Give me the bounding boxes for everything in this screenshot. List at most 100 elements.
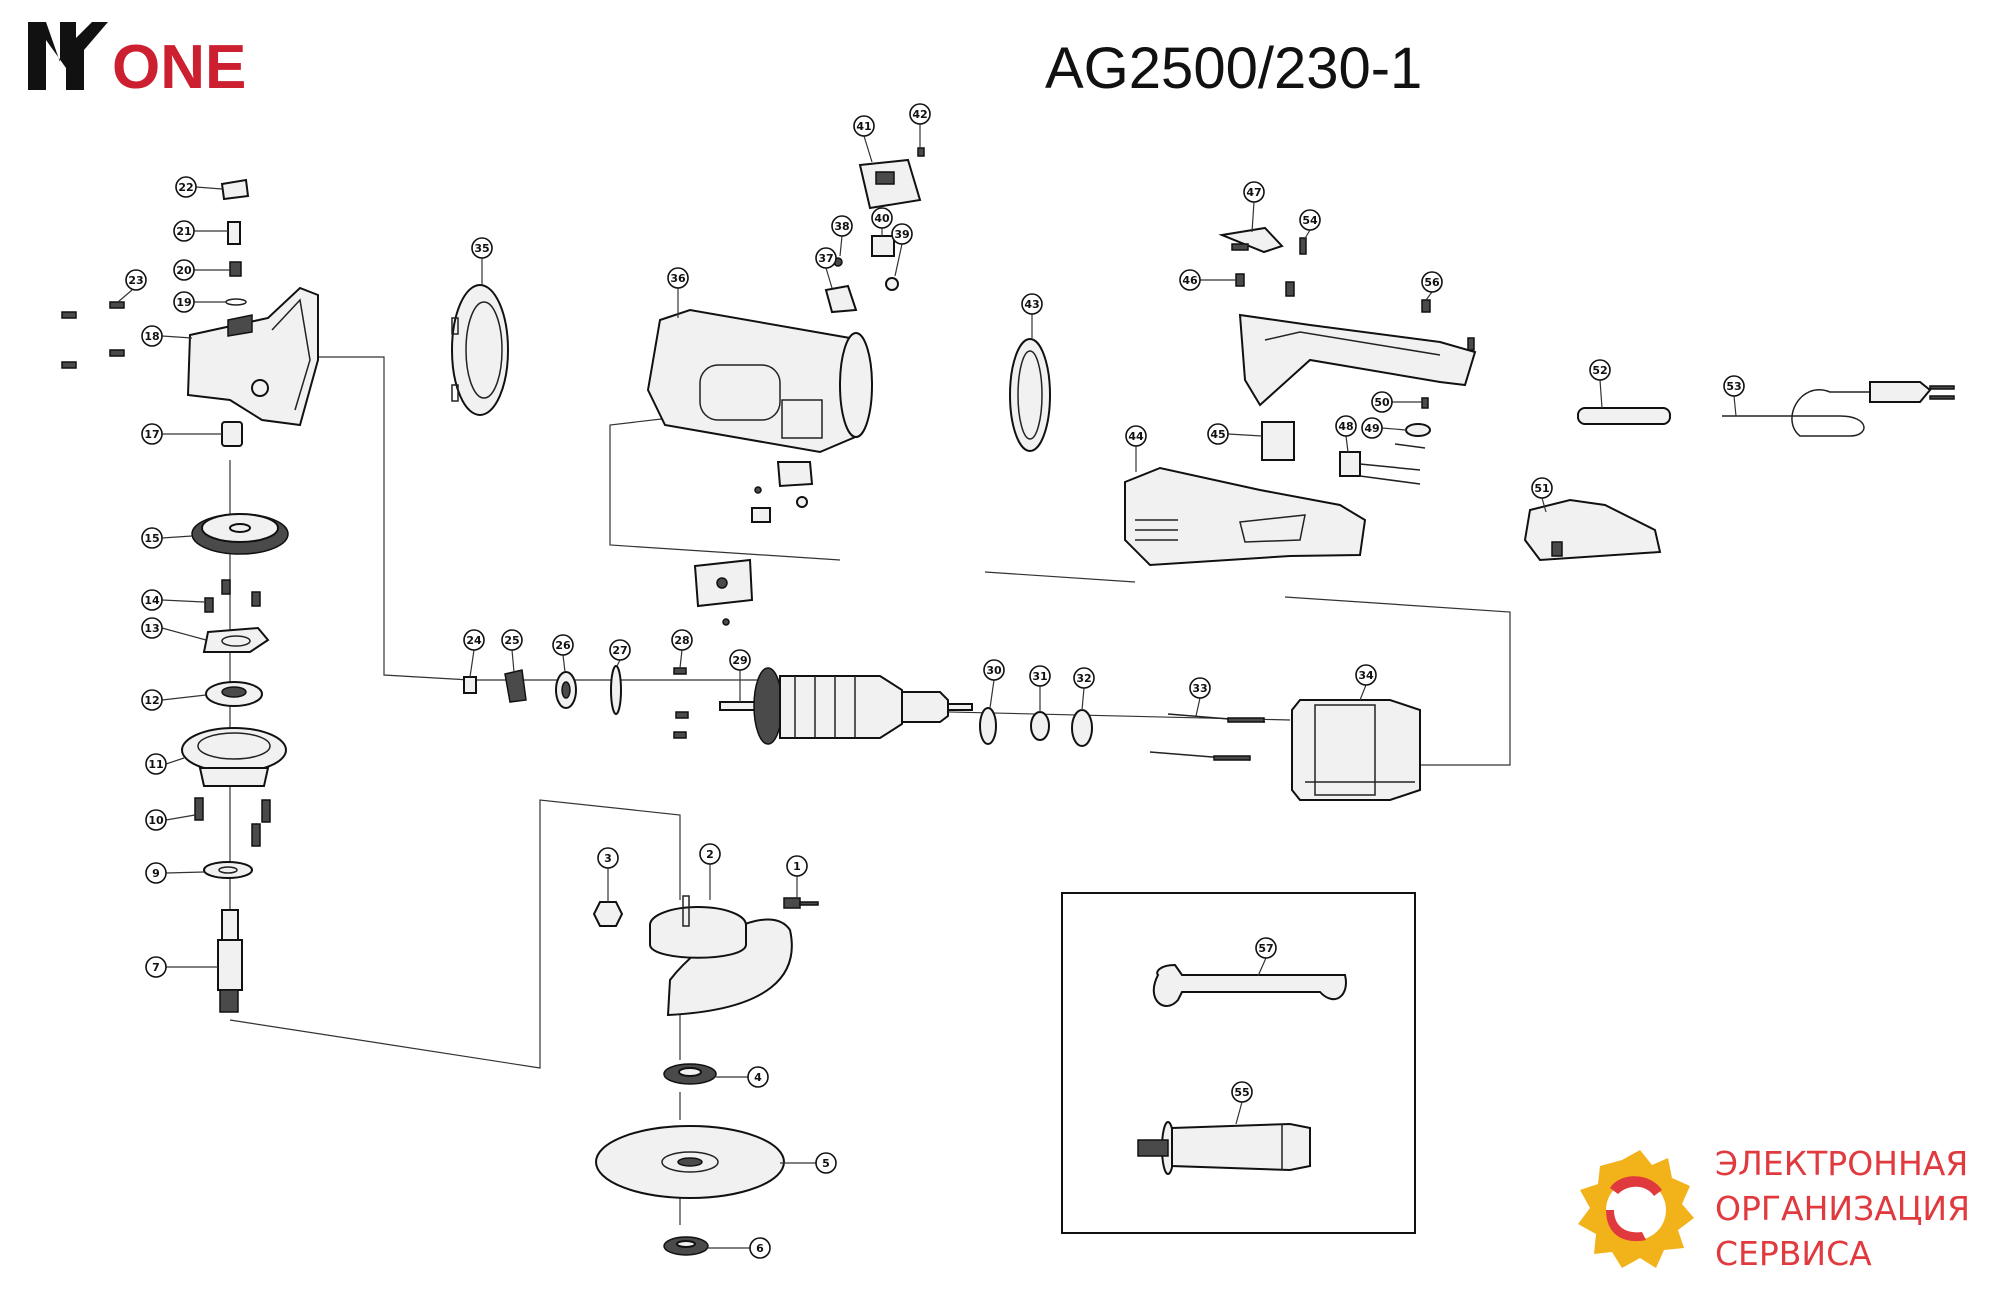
svg-text:38: 38 <box>834 220 849 233</box>
svg-text:44: 44 <box>1128 430 1144 443</box>
switch-plate <box>693 558 754 626</box>
callout-2: 2 <box>699 843 721 900</box>
svg-text:57: 57 <box>1258 942 1273 955</box>
svg-text:40: 40 <box>874 212 890 225</box>
cable-parts <box>1577 381 1955 437</box>
accessories-frame <box>1061 892 1416 1234</box>
handle-upper <box>1218 226 1477 485</box>
brand-mark-icon <box>28 22 108 90</box>
svg-text:29: 29 <box>732 654 747 667</box>
svg-text:28: 28 <box>674 634 689 647</box>
brand-logo-text: ONE <box>112 33 246 102</box>
svg-text:39: 39 <box>894 228 909 241</box>
svg-text:26: 26 <box>555 639 571 652</box>
service-logo: ЭЛЕКТРОННАЯ ОРГАНИЗАЦИЯ СЕРВИСА <box>1578 1144 1970 1273</box>
service-logo-line-2: ОРГАНИЗАЦИЯ <box>1715 1189 1970 1228</box>
svg-text:32: 32 <box>1076 672 1091 685</box>
callout-22: 22 <box>175 176 223 198</box>
svg-text:11: 11 <box>148 758 163 771</box>
svg-text:36: 36 <box>670 272 686 285</box>
callout-42: 42 <box>909 103 931 148</box>
gear-head-assembly <box>61 178 319 1013</box>
callout-57: 57 <box>1255 937 1277 977</box>
svg-text:41: 41 <box>856 120 871 133</box>
callout-39: 39 <box>891 223 913 277</box>
callout-10: 10 <box>145 809 196 831</box>
callout-51: 51 <box>1531 477 1553 513</box>
callout-38: 38 <box>831 215 853 257</box>
svg-text:49: 49 <box>1364 422 1379 435</box>
svg-text:12: 12 <box>144 694 159 707</box>
svg-text:27: 27 <box>612 644 627 657</box>
svg-text:54: 54 <box>1302 214 1318 227</box>
svg-text:13: 13 <box>144 622 159 635</box>
callout-36: 36 <box>667 267 689 318</box>
svg-text:43: 43 <box>1024 298 1039 311</box>
svg-text:4: 4 <box>754 1071 762 1084</box>
callout-18: 18 <box>141 325 193 347</box>
svg-text:5: 5 <box>822 1157 830 1170</box>
svg-text:10: 10 <box>148 814 164 827</box>
callout-29: 29 <box>729 649 751 702</box>
callout-30: 30 <box>983 659 1005 709</box>
callout-37: 37 <box>815 247 837 289</box>
svg-text:47: 47 <box>1246 186 1261 199</box>
callouts: 1 2 3 4 5 6 7 9 10 11 12 13 14 15 17 18 … <box>117 103 1745 1259</box>
svg-text:1: 1 <box>793 860 801 873</box>
callout-23: 23 <box>117 269 147 303</box>
svg-text:6: 6 <box>756 1242 764 1255</box>
callout-35: 35 <box>471 237 493 285</box>
svg-text:42: 42 <box>912 108 927 121</box>
svg-text:46: 46 <box>1182 274 1198 287</box>
svg-text:17: 17 <box>144 428 159 441</box>
callout-50: 50 <box>1371 391 1422 413</box>
bearing-plate-35 <box>451 284 509 416</box>
motor-housing <box>646 308 873 454</box>
callout-28: 28 <box>671 629 693 669</box>
callout-27: 27 <box>609 639 631 667</box>
svg-text:45: 45 <box>1210 428 1225 441</box>
callout-26: 26 <box>552 634 574 673</box>
callout-56: 56 <box>1421 271 1443 301</box>
service-logo-line-3: СЕРВИСА <box>1715 1234 1872 1273</box>
callout-14: 14 <box>141 589 205 611</box>
callout-1: 1 <box>786 855 808 898</box>
svg-text:50: 50 <box>1374 396 1390 409</box>
svg-text:20: 20 <box>176 264 192 277</box>
svg-text:23: 23 <box>128 274 143 287</box>
callout-31: 31 <box>1029 665 1051 712</box>
svg-text:24: 24 <box>466 634 482 647</box>
callout-11: 11 <box>145 753 185 775</box>
svg-text:7: 7 <box>152 961 160 974</box>
callout-41: 41 <box>853 115 875 163</box>
svg-text:22: 22 <box>178 181 193 194</box>
svg-text:55: 55 <box>1234 1086 1249 1099</box>
callout-53: 53 <box>1723 375 1745 417</box>
callout-9: 9 <box>145 862 205 884</box>
handle-lower <box>1124 466 1367 567</box>
callout-49: 49 <box>1361 417 1407 439</box>
svg-text:53: 53 <box>1726 380 1741 393</box>
svg-text:34: 34 <box>1358 669 1374 682</box>
callout-7: 7 <box>145 956 218 978</box>
svg-text:35: 35 <box>474 242 489 255</box>
callout-3: 3 <box>597 847 619 902</box>
callout-43: 43 <box>1021 293 1043 338</box>
svg-text:9: 9 <box>152 867 160 880</box>
svg-text:48: 48 <box>1338 420 1353 433</box>
svg-text:3: 3 <box>604 852 612 865</box>
callout-17: 17 <box>141 423 222 445</box>
svg-text:25: 25 <box>504 634 519 647</box>
callout-25: 25 <box>501 629 523 673</box>
callout-40: 40 <box>871 207 893 236</box>
callout-4: 4 <box>716 1066 769 1088</box>
svg-text:31: 31 <box>1032 670 1047 683</box>
brush-holder-parts <box>751 147 925 523</box>
stator-assembly <box>1149 699 1421 801</box>
model-title: AG2500/230-1 <box>1045 36 1422 101</box>
svg-text:21: 21 <box>176 225 191 238</box>
callout-34: 34 <box>1355 664 1377 701</box>
svg-text:18: 18 <box>144 330 159 343</box>
callout-55: 55 <box>1231 1081 1253 1125</box>
